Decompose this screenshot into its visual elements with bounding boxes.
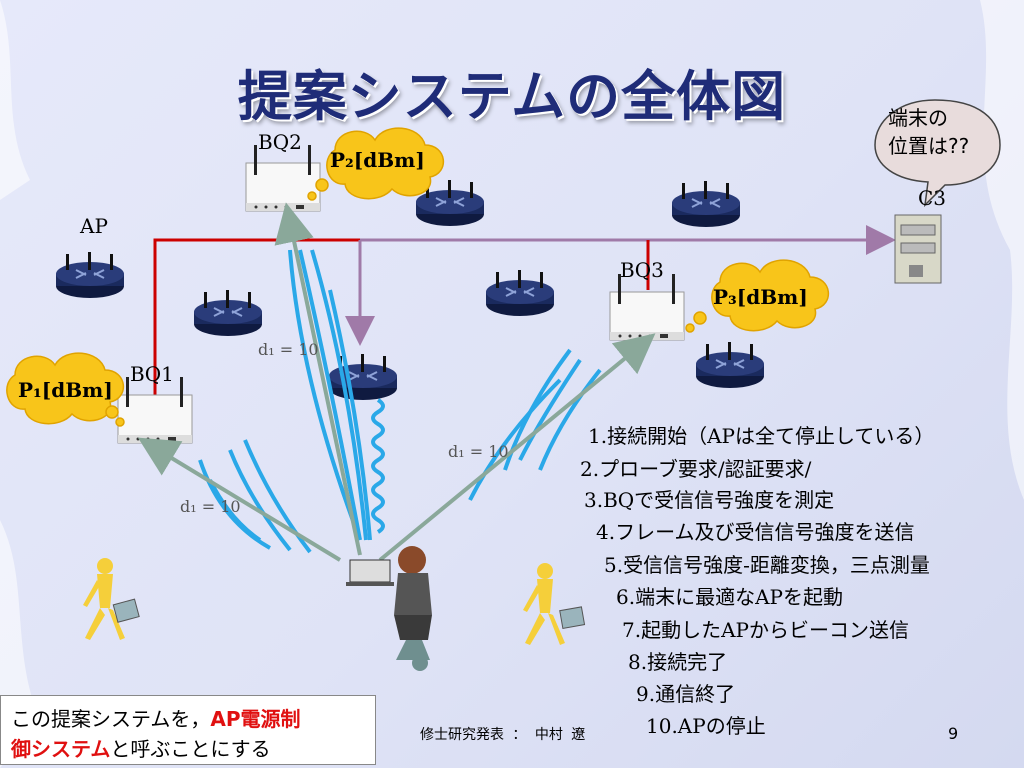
page-title: 提案システムの全体図: [237, 65, 787, 128]
walking-person-icon-1: [83, 558, 140, 640]
arrow-to-bq2: [274, 202, 362, 556]
footer-note-suffix: と呼ぶことにする: [110, 737, 271, 761]
footer-note-highlight-1: AP電源制: [210, 707, 301, 731]
steps-list: 1.接続開始（APは全て停止している） 2.プローブ要求/認証要求/ 3.BQで…: [574, 420, 1024, 740]
step-item-3: 3.BQで受信信号強度を測定: [584, 488, 835, 512]
arrow-to-bq1: [137, 437, 342, 562]
arrow-to-bq3: [378, 333, 656, 562]
signal-waves-icon: [198, 249, 602, 554]
cloud-p1: [6, 352, 125, 427]
router-icon-4: [671, 180, 741, 228]
step-item-2: 2.プローブ要求/認証要求/: [580, 457, 812, 481]
speech-bubble-text: 端末の 位置は??: [888, 106, 970, 158]
cloud-p2: [307, 127, 445, 201]
c3-server-icon: [894, 214, 942, 284]
step-item-9: 9.通信終了: [636, 682, 736, 706]
p1-power-label: P₁[dBm]: [18, 378, 113, 402]
p2-power-label: P₂[dBm]: [330, 148, 425, 172]
coil-signal-icon: [371, 398, 385, 534]
bq1-label: BQ1: [130, 362, 174, 386]
presenter-label: 修士研究発表 ： 中村 遼: [420, 727, 586, 743]
page-number: 9: [948, 724, 959, 743]
ap-label: AP: [80, 214, 108, 238]
router-icon-ap: [55, 251, 125, 299]
step-item-4: 4.フレーム及び受信信号強度を送信: [596, 520, 915, 544]
step-item-6: 6.端末に最適なAPを起動: [616, 585, 843, 609]
bq3-label: BQ3: [620, 258, 664, 282]
speech-bubble: [874, 99, 1001, 208]
bq2-label: BQ2: [258, 130, 302, 154]
router-icon-3: [485, 269, 555, 317]
bq2-device-icon: [245, 144, 321, 212]
user-laptop-icon: [346, 546, 432, 671]
footer-note: この提案システムを，AP電源制 御システムと呼ぶことにする: [0, 695, 376, 765]
walking-person-icon-2: [523, 563, 586, 645]
footer-note-highlight-2: 御システム: [11, 737, 111, 761]
step-item-8: 8.接続完了: [628, 650, 728, 674]
step-item-10: 10.APの停止: [646, 714, 766, 738]
footer-note-prefix: この提案システムを，: [11, 707, 211, 731]
router-icon-6: [695, 341, 765, 389]
formula-d3: d₁ = 10: [448, 442, 509, 461]
step-item-5: 5.受信信号強度-距離変換，三点測量: [604, 553, 930, 577]
formula-d1: d₁ = 10: [180, 497, 241, 516]
p3-power-label: P₃[dBm]: [713, 285, 808, 309]
step-item-7: 7.起動したAPからビーコン送信: [622, 618, 909, 642]
c3-label: C3: [918, 186, 947, 210]
formula-d2: d₁ = 10: [258, 340, 319, 359]
step-item-1: 1.接続開始（APは全て停止している）: [588, 424, 935, 448]
cloud-p3: [685, 259, 830, 333]
router-icon-1: [193, 289, 263, 337]
